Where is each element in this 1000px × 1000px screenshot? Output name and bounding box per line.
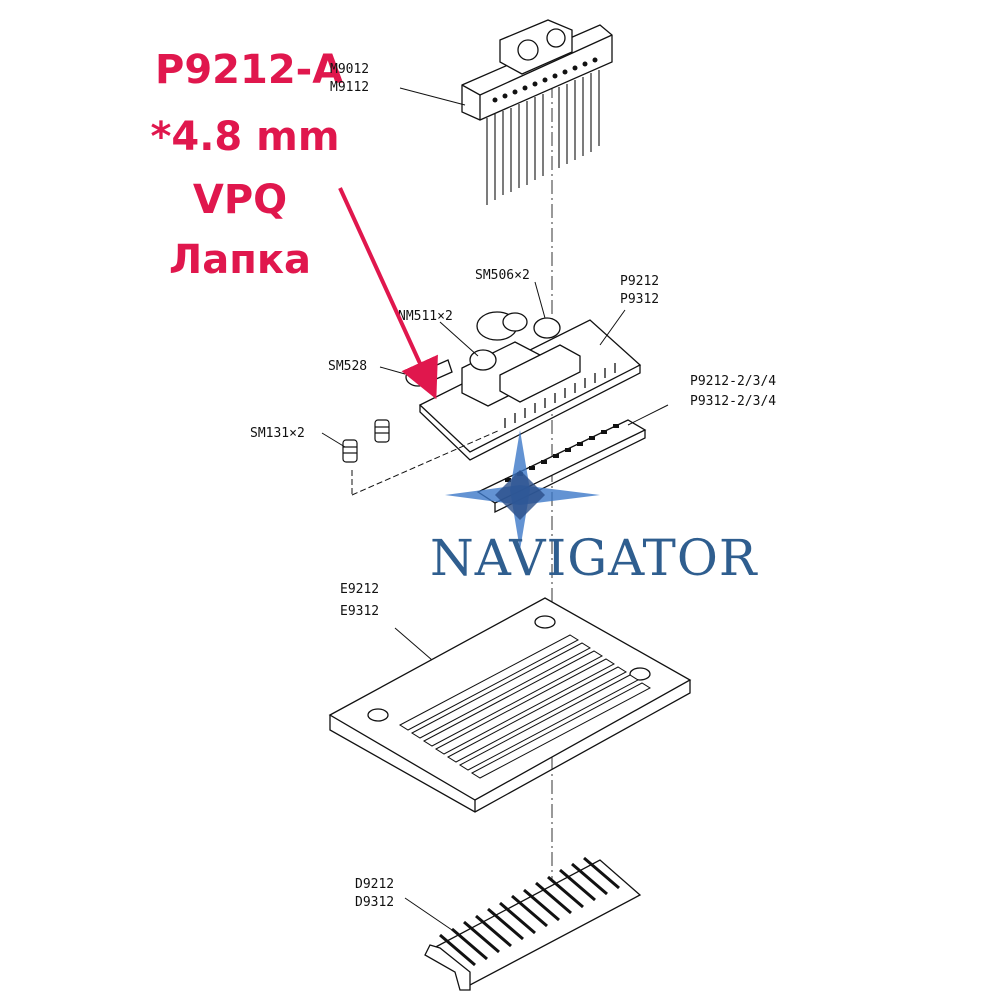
leader-nm511 [439, 321, 479, 357]
navigator-logo [445, 430, 600, 550]
leader-top-part [399, 87, 466, 106]
needle-plate-part [328, 597, 692, 813]
label-sm506: SM506×2 [475, 268, 530, 283]
label-p-a-2: P9312 [620, 292, 659, 307]
label-comb-1: D9212 [355, 877, 394, 892]
comb-part [424, 856, 642, 991]
leader-sm131 [321, 432, 346, 448]
needles [486, 70, 600, 205]
leader-plate-e [394, 627, 433, 661]
label-nm511: NM511×2 [398, 309, 453, 324]
label-p-b-2: P9312-2/3/4 [690, 394, 776, 409]
annotation-line-3: VPQ [192, 177, 288, 223]
leader-sm528 [379, 366, 406, 375]
presser-foot-part [405, 311, 642, 461]
label-p-a-1: P9212 [620, 274, 659, 289]
needle-holder-part [461, 19, 613, 121]
screw-axis-2 [351, 429, 501, 496]
label-sm131: SM131×2 [250, 426, 305, 441]
annotation-line-1: P9212-A [155, 47, 344, 93]
label-top-part-2: M9112 [330, 80, 369, 95]
label-top-part-1: M9012 [330, 62, 369, 77]
leader-p-a [599, 309, 626, 346]
leader-comb [404, 897, 453, 931]
small-screws [342, 419, 390, 463]
label-comb-2: D9312 [355, 895, 394, 910]
label-plate-e-2: E9312 [340, 604, 379, 619]
label-p-b-1: P9212-2/3/4 [690, 374, 776, 389]
leader-sm506 [534, 281, 546, 319]
annotation-line-4: Лапка [169, 237, 311, 283]
leader-p-b [627, 404, 669, 426]
label-sm528: SM528 [328, 359, 367, 374]
annotation-line-2: *4.8 mm [150, 114, 340, 160]
watermark-text: NAVIGATOR [430, 529, 758, 587]
annotation-arrow [338, 187, 438, 400]
label-plate-e-1: E9212 [340, 582, 379, 597]
